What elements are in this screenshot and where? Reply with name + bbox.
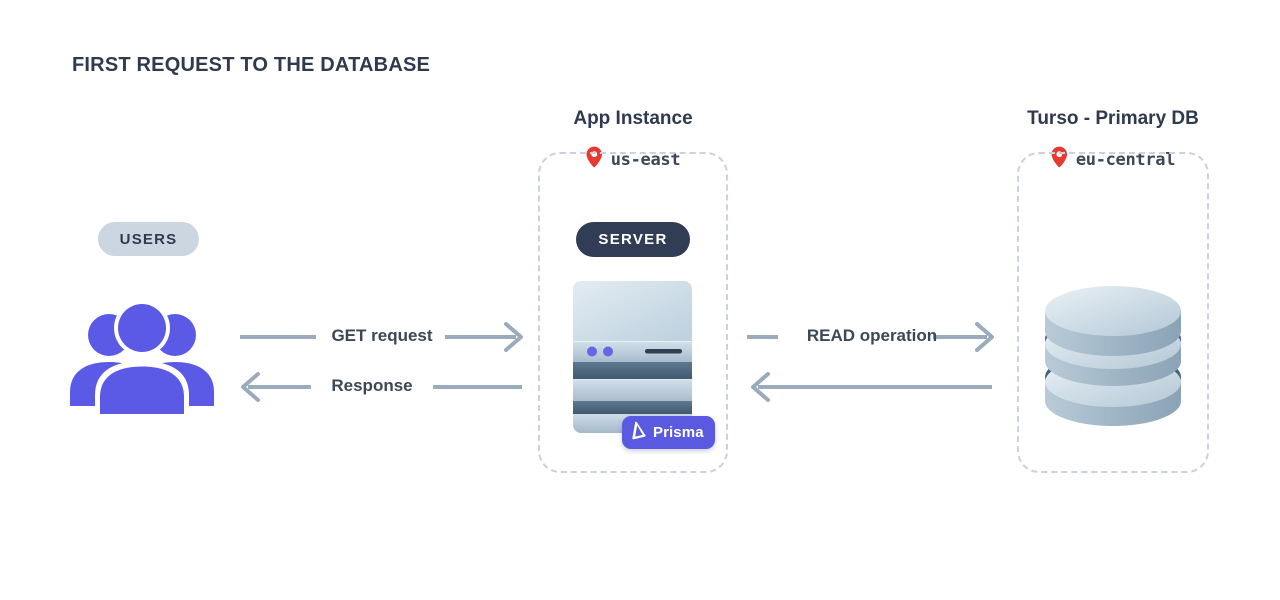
arrow-response-label: Response <box>331 376 413 395</box>
page-title: FIRST REQUEST TO THE DATABASE <box>72 54 431 76</box>
server-badge: SERVER <box>576 222 690 257</box>
arrow-read-return <box>748 366 996 408</box>
users-group-icon <box>62 296 222 416</box>
prisma-badge-label: Prisma <box>653 424 704 441</box>
database-cylinder-icon <box>1039 281 1187 436</box>
turso-title: Turso - Primary DB <box>1027 108 1199 129</box>
prisma-logo-icon <box>630 421 647 445</box>
app-instance-title: App Instance <box>573 108 693 129</box>
app-instance-region-box <box>538 152 728 473</box>
users-badge: USERS <box>98 222 199 256</box>
turso-region-box <box>1017 152 1209 473</box>
app-instance-location: us-east <box>586 146 681 173</box>
turso-location-label: eu-central <box>1075 149 1176 170</box>
arrow-response: Response <box>238 366 526 408</box>
arrow-read-operation: READ operation <box>745 316 997 358</box>
app-instance-location-label: us-east <box>610 149 681 170</box>
users-badge-label: USERS <box>119 230 178 248</box>
arrow-read-operation-label: READ operation <box>806 326 938 345</box>
server-rack-icon <box>567 281 698 433</box>
server-badge-label: SERVER <box>598 231 668 248</box>
prisma-badge: Prisma <box>622 416 715 449</box>
arrow-get-request-label: GET request <box>331 326 433 345</box>
arrow-get-request: GET request <box>238 316 526 358</box>
